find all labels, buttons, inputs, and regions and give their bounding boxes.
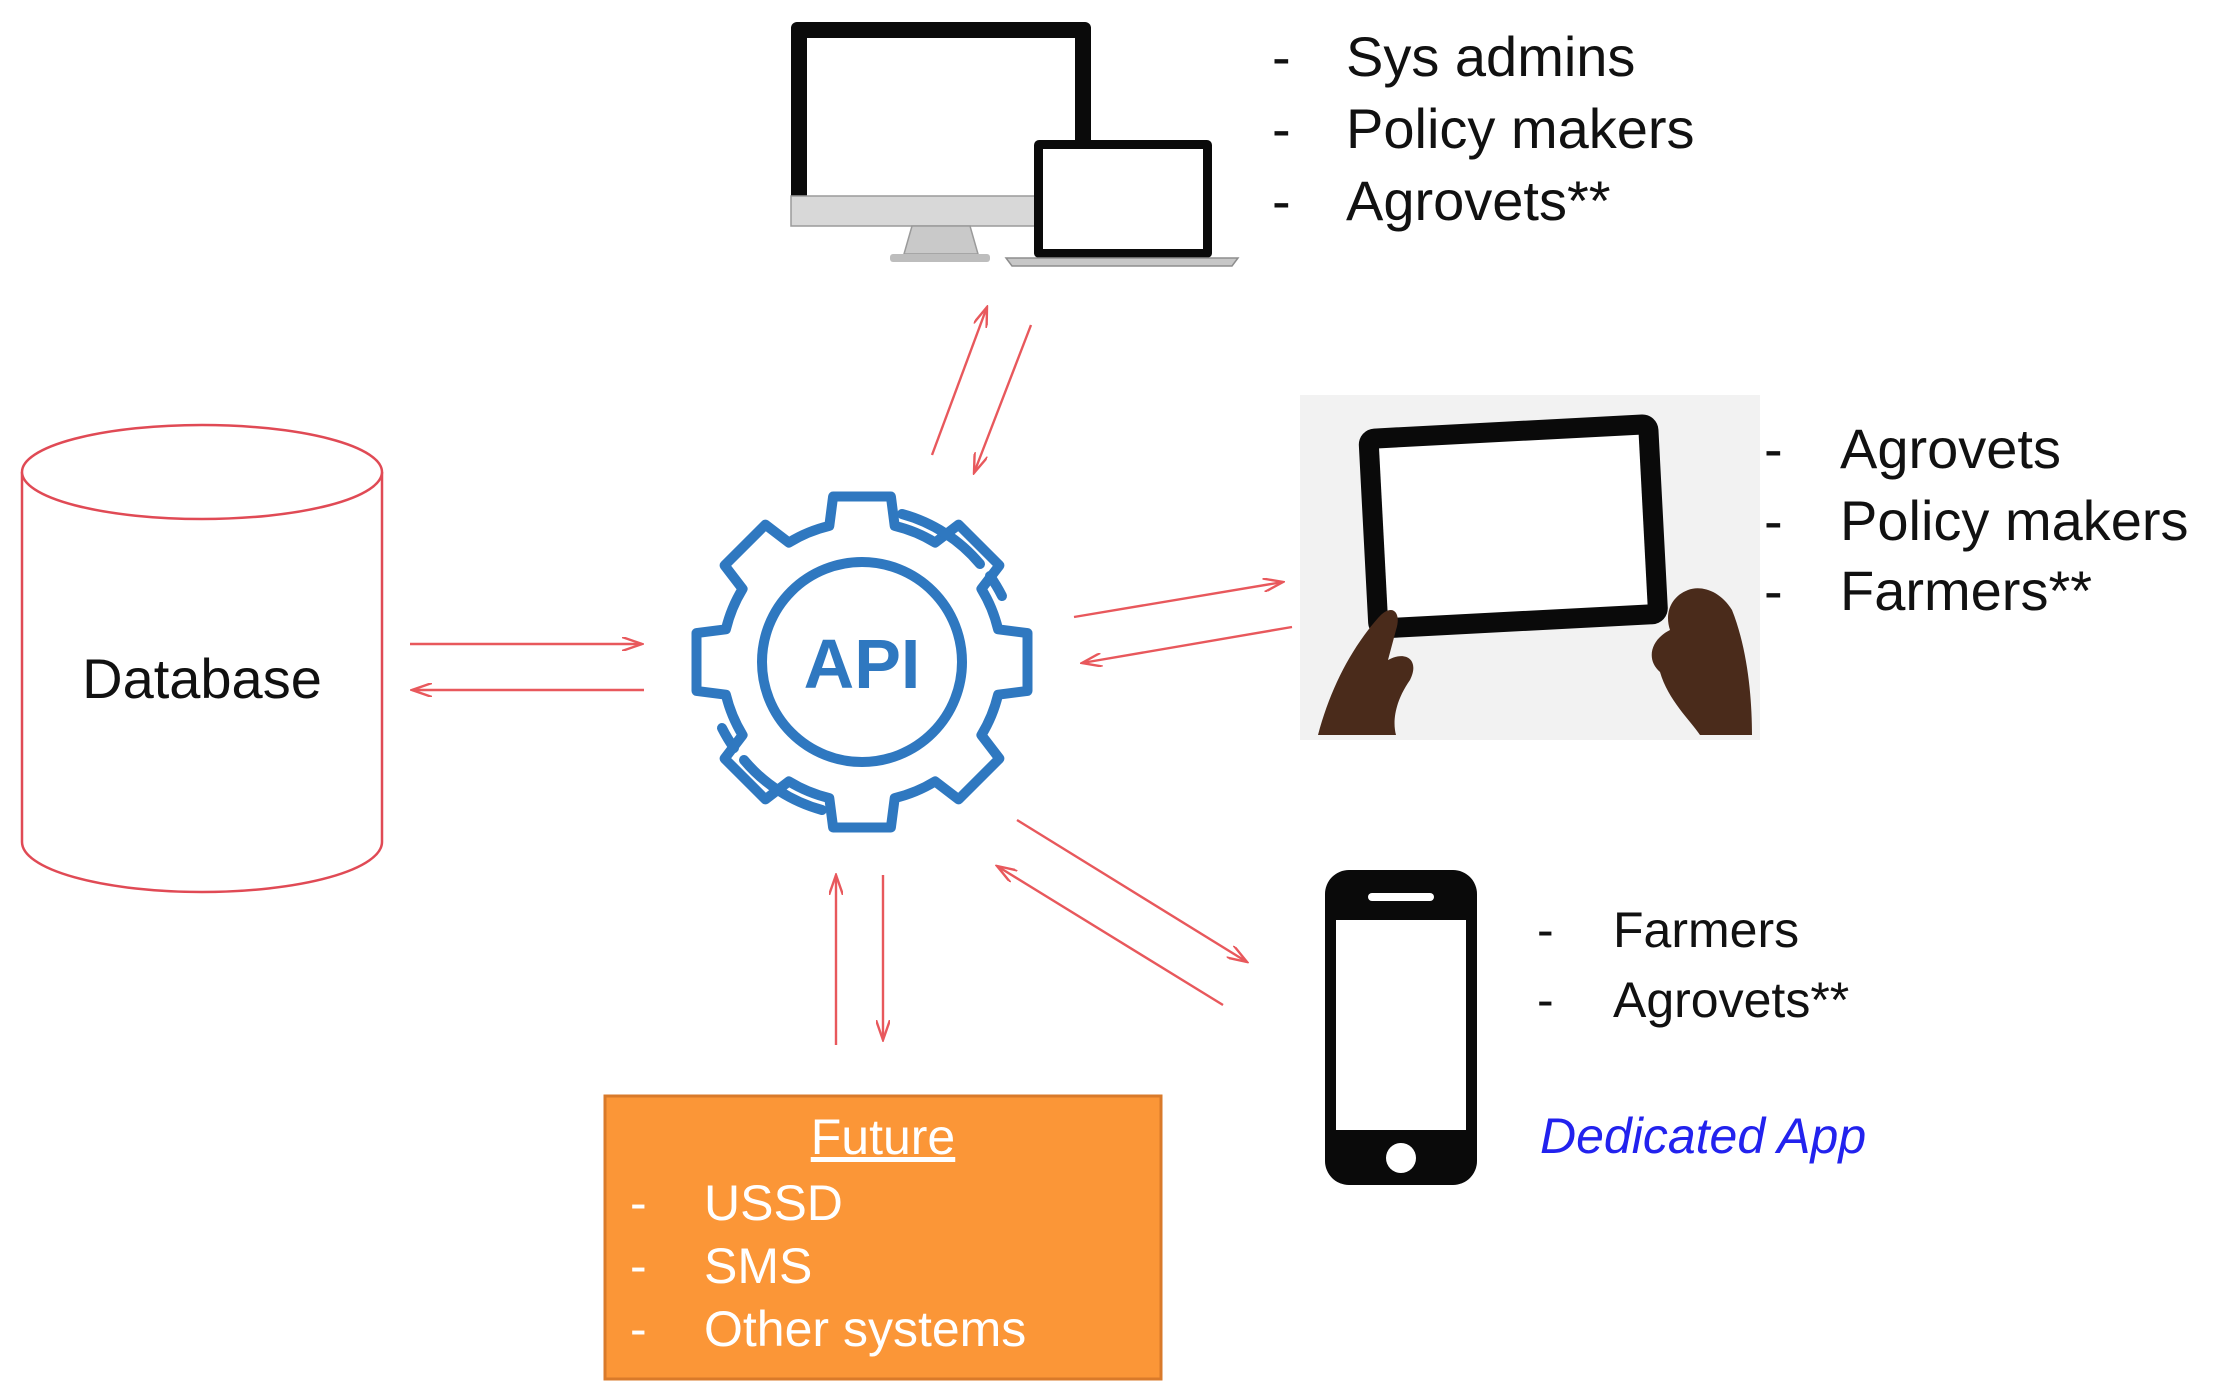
tablet-user-agrovets: Agrovets <box>1840 417 2061 480</box>
smartphone-icon <box>1325 870 1477 1185</box>
phone-user-dash: - <box>1537 902 1554 958</box>
dedicated-app-label: Dedicated App <box>1540 1108 1866 1164</box>
desktop-user-dash: - <box>1272 97 1291 160</box>
future-box <box>603 1094 1163 1381</box>
arrow-api-to-tablet <box>1073 582 1283 619</box>
api-label: API <box>804 625 921 703</box>
desktop-user-policy-makers: Policy makers <box>1346 97 1695 160</box>
tablet-icon <box>1300 395 1760 740</box>
tablet-user-dash: - <box>1764 417 1783 480</box>
arrows <box>410 307 1293 1045</box>
tablet-user-policy-makers: Policy makers <box>1840 489 2189 552</box>
desktop-user-dash: - <box>1272 169 1291 232</box>
api-gear-icon <box>691 491 1033 833</box>
desktop-user-dash: - <box>1272 25 1291 88</box>
tablet-user-farmers: Farmers** <box>1840 559 2092 622</box>
arrow-tablet-to-api <box>1082 625 1293 663</box>
arrow-phone-to-api <box>997 866 1224 1007</box>
future-item-sms: SMS <box>704 1238 812 1294</box>
database-cylinder <box>20 423 384 894</box>
tablet-user-dash: - <box>1764 489 1783 552</box>
gear-teeth-outline <box>691 491 1033 833</box>
future-item-ussd: USSD <box>704 1175 843 1231</box>
phone-user-dash: - <box>1537 972 1554 1028</box>
phone-users-list: - Farmers - Agrovets** <box>1537 902 1849 1028</box>
future-item-dash: - <box>630 1238 647 1294</box>
future-items-list: - USSD - SMS - Other systems <box>630 1175 1026 1357</box>
future-item-dash: - <box>630 1175 647 1231</box>
arrow-desktop-to-api <box>974 324 1033 473</box>
tablet-users-list: - Agrovets - Policy makers - Farmers** <box>1764 417 2189 622</box>
desktop-users-list: - Sys admins - Policy makers - Agrovets*… <box>1272 25 1695 232</box>
laptop-icon <box>1004 140 1240 267</box>
tablet-user-dash: - <box>1764 559 1783 622</box>
desktop-user-agrovets: Agrovets** <box>1346 169 1611 232</box>
desktop-user-sys-admins: Sys admins <box>1346 25 1635 88</box>
arrow-api-to-desktop <box>930 307 987 456</box>
phone-user-agrovets: Agrovets** <box>1613 972 1849 1028</box>
phone-user-farmers: Farmers <box>1613 902 1799 958</box>
future-item-other-systems: Other systems <box>704 1301 1026 1357</box>
arrow-api-to-phone <box>1016 818 1247 962</box>
database-label: Database <box>82 647 322 710</box>
future-item-dash: - <box>630 1301 647 1357</box>
future-title: Future <box>811 1109 956 1165</box>
